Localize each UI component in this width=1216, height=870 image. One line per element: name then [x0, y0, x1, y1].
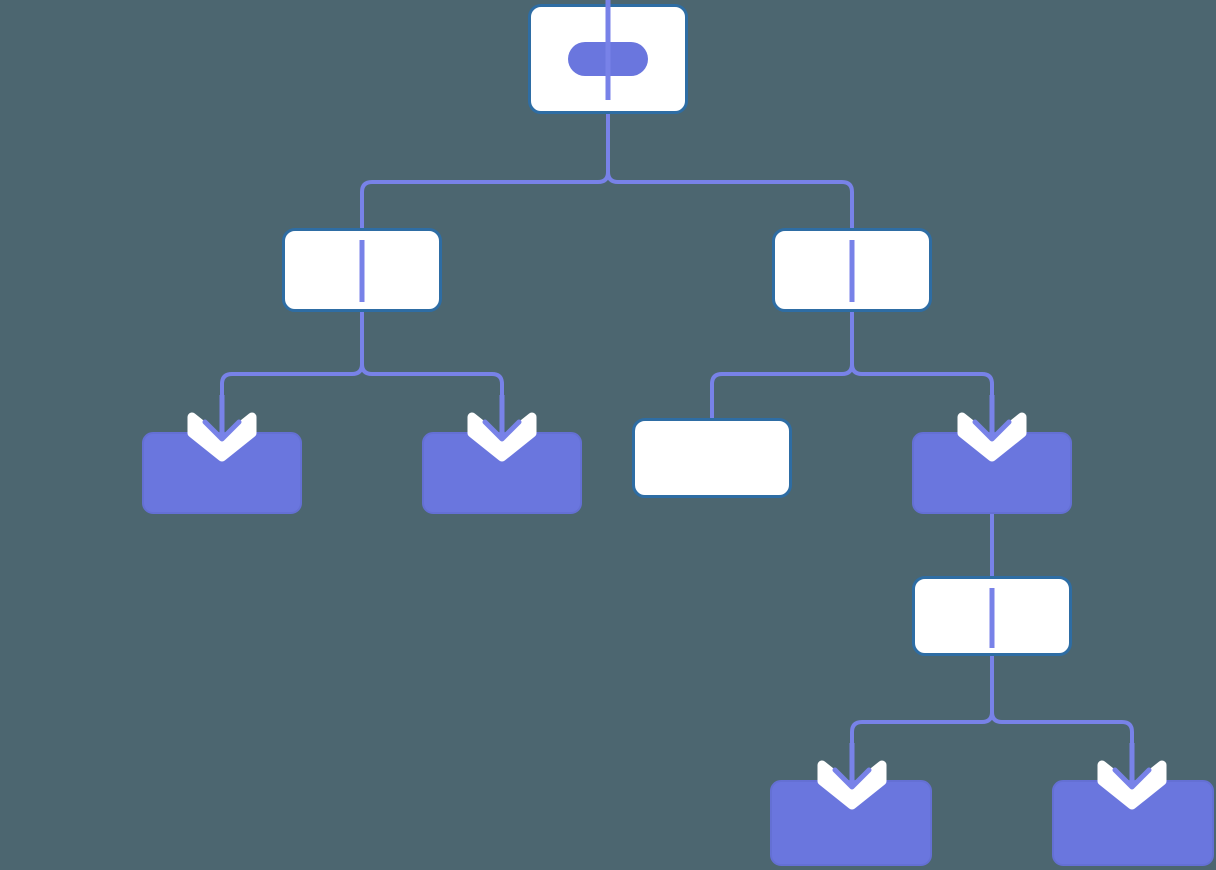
edge-path [990, 656, 1134, 780]
node-n7[interactable] [912, 576, 1072, 656]
root-node-pill-icon [568, 42, 648, 76]
edge-path [360, 114, 610, 228]
node-n4[interactable] [422, 432, 582, 514]
edge-path [220, 312, 364, 432]
node-n2[interactable] [772, 228, 932, 312]
edge-path [850, 312, 994, 432]
edge-path [360, 312, 504, 432]
node-n5[interactable] [632, 418, 792, 498]
node-n6[interactable] [912, 432, 1072, 514]
node-n1[interactable] [282, 228, 442, 312]
node-n8[interactable] [770, 780, 932, 866]
edge-path [606, 114, 854, 228]
edge-paths [220, 0, 1134, 780]
node-n9[interactable] [1052, 780, 1214, 866]
edge-path [850, 656, 994, 780]
node-n0[interactable] [528, 4, 688, 114]
edge-path [710, 312, 854, 418]
node-n3[interactable] [142, 432, 302, 514]
